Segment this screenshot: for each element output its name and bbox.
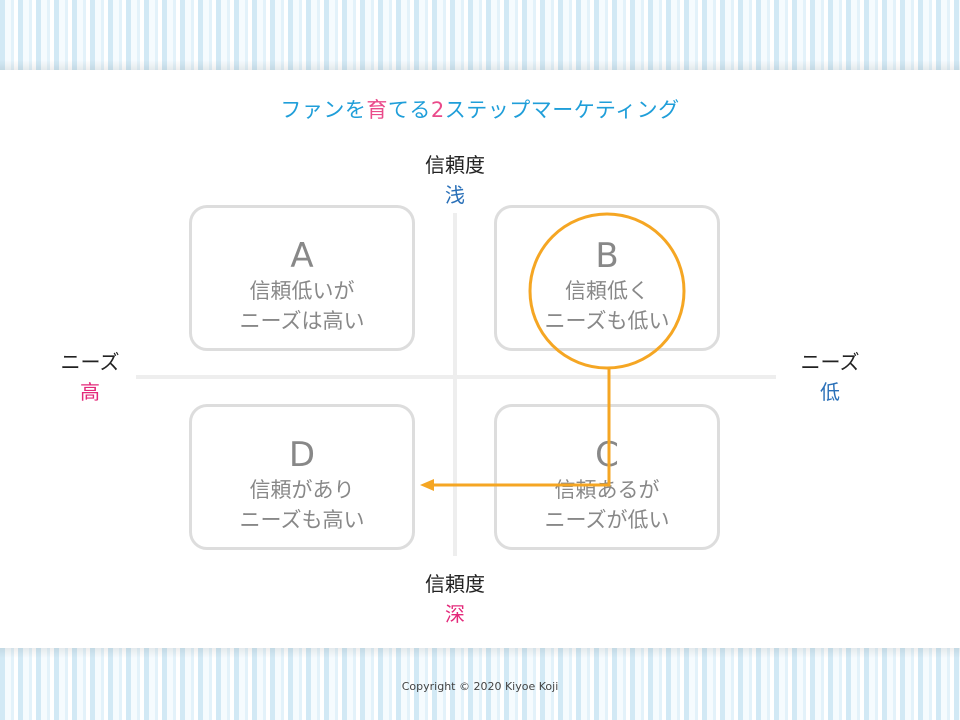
arrow-head bbox=[420, 479, 434, 491]
quadrant-c: C 信頼あるが ニーズが低い bbox=[494, 404, 720, 550]
vertical-axis bbox=[453, 213, 457, 556]
title-part-3: てる bbox=[387, 98, 431, 122]
quadrant-b-line1: 信頼低く bbox=[565, 279, 649, 303]
quadrant-c-line2: ニーズが低い bbox=[544, 508, 670, 532]
quadrant-d-line2: ニーズも高い bbox=[239, 508, 365, 532]
title-part-1: ファンを bbox=[280, 98, 367, 122]
quadrant-a: A 信頼低いが ニーズは高い bbox=[189, 205, 415, 351]
title-part-4: 2 bbox=[430, 98, 445, 122]
quadrant-a-line1: 信頼低いが bbox=[249, 279, 355, 303]
axis-label-right-sub: 低 bbox=[820, 380, 840, 404]
quadrant-d-line1: 信頼があり bbox=[249, 478, 355, 502]
quadrant-b-line2: ニーズも低い bbox=[544, 309, 670, 333]
axis-label-bottom-main: 信頼度 bbox=[425, 572, 485, 596]
quadrant-a-line2: ニーズは高い bbox=[239, 309, 365, 333]
title-part-2: 育 bbox=[366, 98, 388, 122]
title-part-5: ステップマーケティング bbox=[444, 98, 680, 122]
axis-label-bottom-sub: 深 bbox=[445, 602, 465, 626]
top-stripe-banner bbox=[0, 0, 960, 70]
axis-label-left: ニーズ 高 bbox=[40, 347, 140, 407]
copyright-text: Copyright © 2020 Kiyoe Koji bbox=[401, 680, 559, 693]
bottom-stripe-banner bbox=[0, 648, 960, 720]
axis-label-right-main: ニーズ bbox=[800, 350, 860, 374]
quadrant-d-letter: D bbox=[288, 435, 316, 475]
quadrant-b: B 信頼低く ニーズも低い bbox=[494, 205, 720, 351]
axis-label-bottom: 信頼度 深 bbox=[405, 569, 505, 629]
axis-label-left-main: ニーズ bbox=[60, 350, 120, 374]
quadrant-b-letter: B bbox=[595, 236, 619, 276]
axis-label-right: ニーズ 低 bbox=[780, 347, 880, 407]
quadrant-a-letter: A bbox=[290, 236, 314, 276]
axis-label-top-main: 信頼度 bbox=[425, 153, 485, 177]
diagram-title: ファンを育てる2ステップマーケティング bbox=[0, 94, 960, 124]
axis-label-left-sub: 高 bbox=[80, 380, 100, 404]
quadrant-d: D 信頼があり ニーズも高い bbox=[189, 404, 415, 550]
axis-label-top-sub: 浅 bbox=[445, 183, 465, 207]
quadrant-c-letter: C bbox=[595, 435, 619, 475]
quadrant-c-line1: 信頼あるが bbox=[554, 478, 660, 502]
axis-label-top: 信頼度 浅 bbox=[405, 150, 505, 210]
